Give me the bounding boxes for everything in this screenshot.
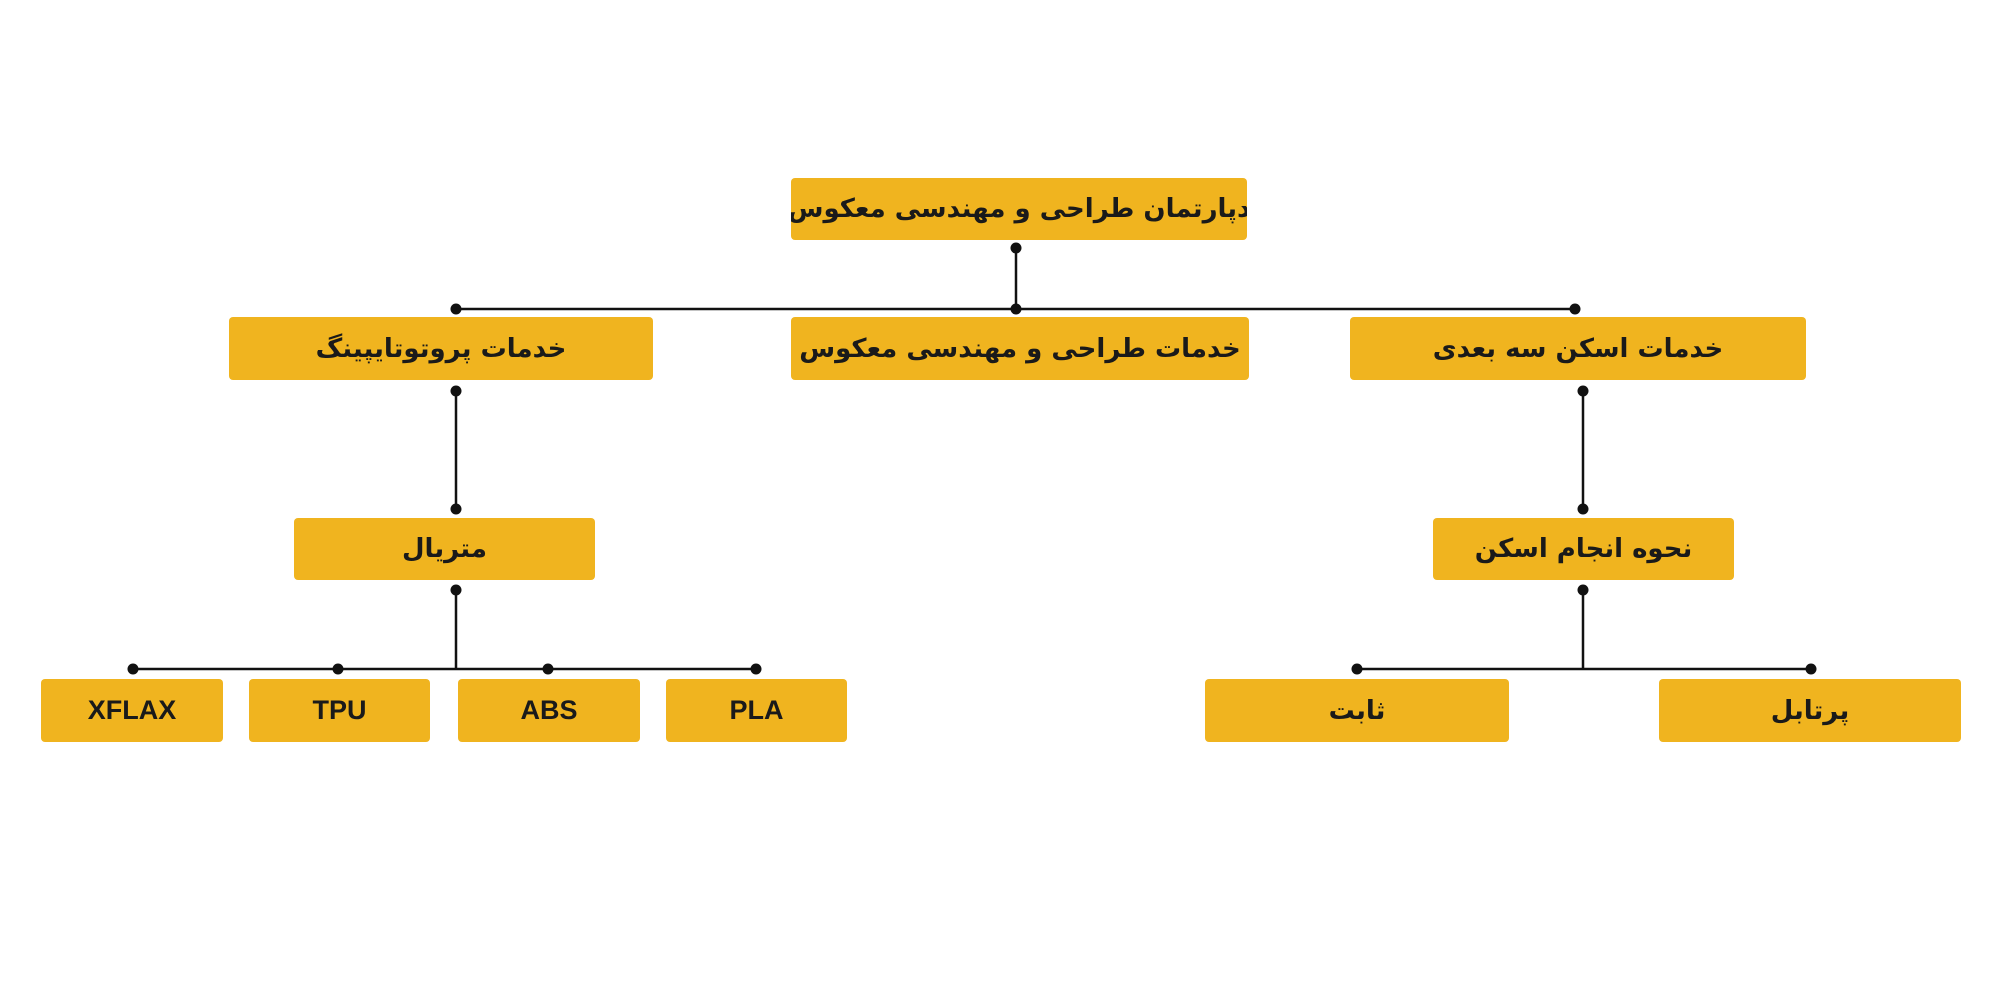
connector-dot <box>1805 663 1817 675</box>
node-scan-method: نحوه انجام اسکن <box>1433 518 1734 580</box>
connector-dot <box>1577 385 1589 397</box>
connector-dot <box>450 385 462 397</box>
node-prototyping-services: خدمات پروتوتایپینگ <box>229 317 653 380</box>
connector-dot <box>750 663 762 675</box>
node-material-xflax: XFLAX <box>41 679 223 742</box>
connector-dot <box>450 584 462 596</box>
connector-dot <box>1351 663 1363 675</box>
connector-dot <box>542 663 554 675</box>
connector-dot <box>1577 584 1589 596</box>
connector-dot <box>1010 242 1022 254</box>
node-label: نحوه انجام اسکن <box>1474 534 1693 564</box>
node-label: XFLAX <box>87 695 177 725</box>
node-label: PLA <box>729 695 784 725</box>
node-label: متریال <box>402 534 487 564</box>
node-material: متریال <box>294 518 595 580</box>
connector-dot <box>127 663 139 675</box>
node-label: خدمات طراحی و مهندسی معکوس <box>799 333 1241 364</box>
connector-dot <box>1010 303 1022 315</box>
node-label: ABS <box>520 695 578 725</box>
connector-dots <box>127 242 1817 675</box>
node-scan-portable: پرتابل <box>1659 679 1961 742</box>
node-label: پرتابل <box>1770 695 1850 726</box>
connector-dot <box>450 503 462 515</box>
connector-dot <box>1569 303 1581 315</box>
node-label: TPU <box>312 695 367 725</box>
node-label: دپارتمان طراحی و مهندسی معکوس <box>791 194 1247 224</box>
node-label: خدمات اسکن سه بعدی <box>1432 333 1724 364</box>
node-material-tpu: TPU <box>249 679 430 742</box>
node-3d-scan-services: خدمات اسکن سه بعدی <box>1350 317 1806 380</box>
connector-dot <box>1577 503 1589 515</box>
connector-dot <box>332 663 344 675</box>
connector-dot <box>450 303 462 315</box>
node-label: خدمات پروتوتایپینگ <box>315 333 567 364</box>
node-design-services: خدمات طراحی و مهندسی معکوس <box>791 317 1249 380</box>
node-scan-fixed: ثابت <box>1205 679 1509 742</box>
node-label: ثابت <box>1328 695 1386 726</box>
node-root-department: دپارتمان طراحی و مهندسی معکوس <box>791 178 1247 240</box>
connector-paths <box>133 248 1811 671</box>
node-material-abs: ABS <box>458 679 640 742</box>
node-material-pla: PLA <box>666 679 847 742</box>
